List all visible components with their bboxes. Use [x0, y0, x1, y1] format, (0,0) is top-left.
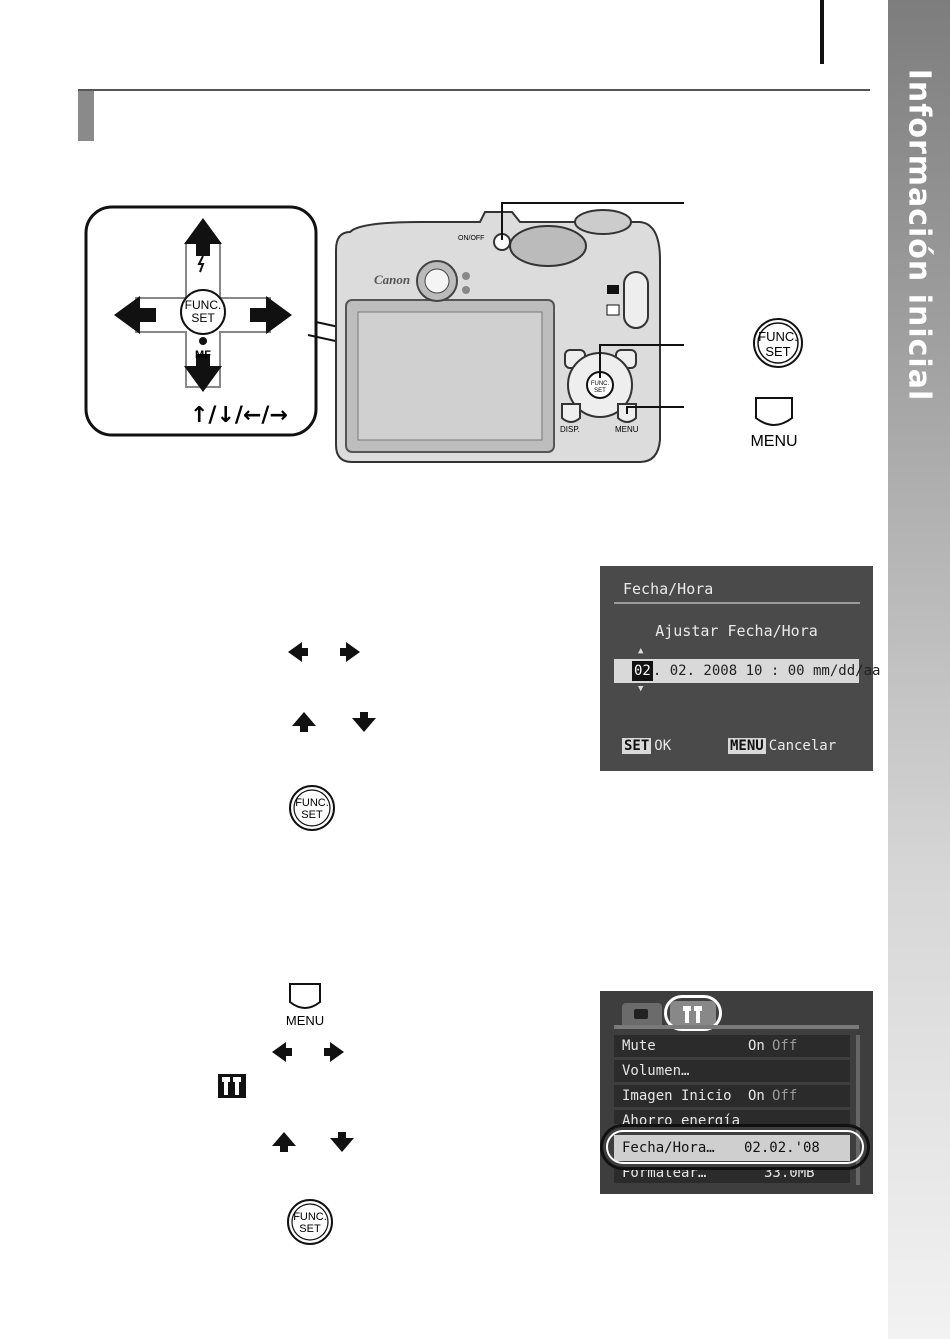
svg-text:MENU: MENU — [286, 1013, 324, 1028]
dpad-zoom-icon: FUNC. SET MF — [114, 218, 292, 392]
svg-text:DISP.: DISP. — [560, 425, 580, 434]
macro-icon — [199, 337, 207, 345]
shutter-button — [574, 209, 632, 235]
tools-icon — [683, 1006, 702, 1023]
func-set-button — [180, 289, 226, 335]
svg-text:FUNC.: FUNC. — [591, 381, 610, 387]
camera-brand: Canon — [374, 272, 410, 287]
screen-title: Fecha/Hora — [623, 580, 714, 598]
menu-row-value-off: Off — [772, 1038, 798, 1054]
mode-dial — [509, 225, 587, 267]
tab-highlight-ring — [664, 995, 722, 1031]
scrollbar[interactable] — [856, 1035, 860, 1185]
camera-body: Canon ON/OFF FUNC. SET DISP. MENU — [335, 209, 661, 463]
date-time-highlight-ring — [600, 1124, 870, 1170]
menu-row-label: Mute — [622, 1038, 656, 1054]
date-time-field[interactable]: 02. 02. 2008 10 : 00 mm/dd/aa — [614, 659, 880, 683]
svg-text:MF: MF — [195, 349, 211, 361]
svg-text:FUNC.: FUNC. — [758, 329, 798, 344]
menu-row-format[interactable]: Formatear… 33.0MB — [614, 1169, 850, 1183]
shooting-tab[interactable] — [622, 1003, 662, 1025]
menu-row-value: 33.0MB — [764, 1169, 815, 1181]
svg-text:FUNC.: FUNC. — [293, 1211, 327, 1223]
header-rule — [78, 89, 870, 91]
page-marker — [820, 0, 824, 64]
playback-mode-icon — [606, 304, 620, 316]
menu-row-power-saving[interactable]: Ahorro energía — [614, 1110, 850, 1124]
arrow-left-icon — [114, 296, 140, 334]
ok-label: OK — [654, 738, 672, 754]
side-tab: Información inicial — [888, 0, 950, 1339]
section-bar — [78, 91, 94, 141]
func-set-icon-step2: FUNC. SET — [287, 1199, 333, 1245]
selected-field: 02 — [632, 661, 653, 681]
svg-text:SET: SET — [299, 1223, 321, 1235]
svg-text:SET: SET — [594, 388, 606, 394]
settings-menu-screen: Mute On Off Volumen… Imagen Inicio On Of… — [600, 991, 873, 1194]
settings-tab-icon — [218, 1074, 246, 1098]
screen-subtitle: Ajustar Fecha/Hora — [655, 622, 818, 640]
svg-text:FUNC.: FUNC. — [295, 797, 329, 809]
svg-text:SET: SET — [301, 809, 323, 821]
svg-text:SET: SET — [191, 311, 215, 325]
arrow-right-icon — [266, 296, 292, 334]
menu-row-mute[interactable]: Mute On Off — [614, 1035, 850, 1057]
func-set-icon-step1: FUNC. SET — [289, 785, 335, 831]
caret-up-icon: ▲ — [638, 646, 644, 656]
menu-row-value-off: Off — [772, 1088, 798, 1104]
up-down-arrows-2 — [272, 1132, 354, 1152]
up-down-arrows-1 — [292, 712, 376, 732]
svg-text:ON/OFF: ON/OFF — [458, 235, 484, 242]
left-right-arrows-2 — [272, 1042, 344, 1062]
left-right-arrows-1 — [288, 642, 360, 662]
arrow-up-icon — [184, 218, 222, 244]
menu-row-volume[interactable]: Volumen… — [614, 1060, 850, 1082]
camera-diagram: FUNC. SET MF ↑/↓/←/→ Canon ON/OFF FUNC. … — [84, 202, 803, 463]
svg-text:MENU: MENU — [615, 425, 639, 434]
set-tag: SET — [622, 738, 652, 754]
svg-text:SET: SET — [765, 344, 790, 359]
svg-text:FUNC.: FUNC. — [185, 298, 222, 312]
cancel-label: Cancelar — [768, 738, 837, 754]
field-rest: . 02. 2008 10 : 00 mm/dd/aa — [652, 663, 881, 679]
caret-down-icon: ▼ — [638, 684, 644, 694]
date-time-screen: Fecha/Hora Ajustar Fecha/Hora ▲ 02. 02. … — [600, 566, 880, 771]
menu-row-label: Volumen… — [622, 1063, 690, 1079]
svg-text:MENU: MENU — [750, 433, 797, 450]
flash-icon — [197, 255, 205, 273]
mode-switch — [623, 271, 649, 329]
menu-row-label: Formatear… — [622, 1169, 707, 1181]
tab-underline — [614, 1025, 859, 1029]
menu-row-label: Imagen Inicio — [622, 1088, 732, 1104]
camera-icon — [634, 1009, 648, 1019]
screen-title-rule — [614, 602, 860, 604]
menu-row-start-image[interactable]: Imagen Inicio On Off — [614, 1085, 850, 1107]
menu-icon-step2: MENU — [286, 983, 324, 1028]
camera-mode-icon — [607, 285, 619, 294]
disp-button — [561, 403, 581, 423]
side-tab-label: Información inicial — [901, 68, 937, 402]
menu-row-value-on: On — [748, 1088, 765, 1104]
menu-row-date-time[interactable]: Fecha/Hora… 02.02.'08 10:00 — [614, 1135, 850, 1182]
menu-row-label: Ahorro energía — [622, 1113, 741, 1124]
func-set-icon — [753, 318, 803, 368]
arrow-down-icon — [184, 366, 222, 392]
menu-row-label: Fecha/Hora… — [622, 1140, 715, 1156]
menu-row-value-on: On — [748, 1038, 765, 1054]
menu-tag: MENU — [728, 738, 766, 754]
menu-icon — [755, 397, 793, 426]
dpad-combo-label: ↑/↓/←/→ — [190, 403, 288, 428]
